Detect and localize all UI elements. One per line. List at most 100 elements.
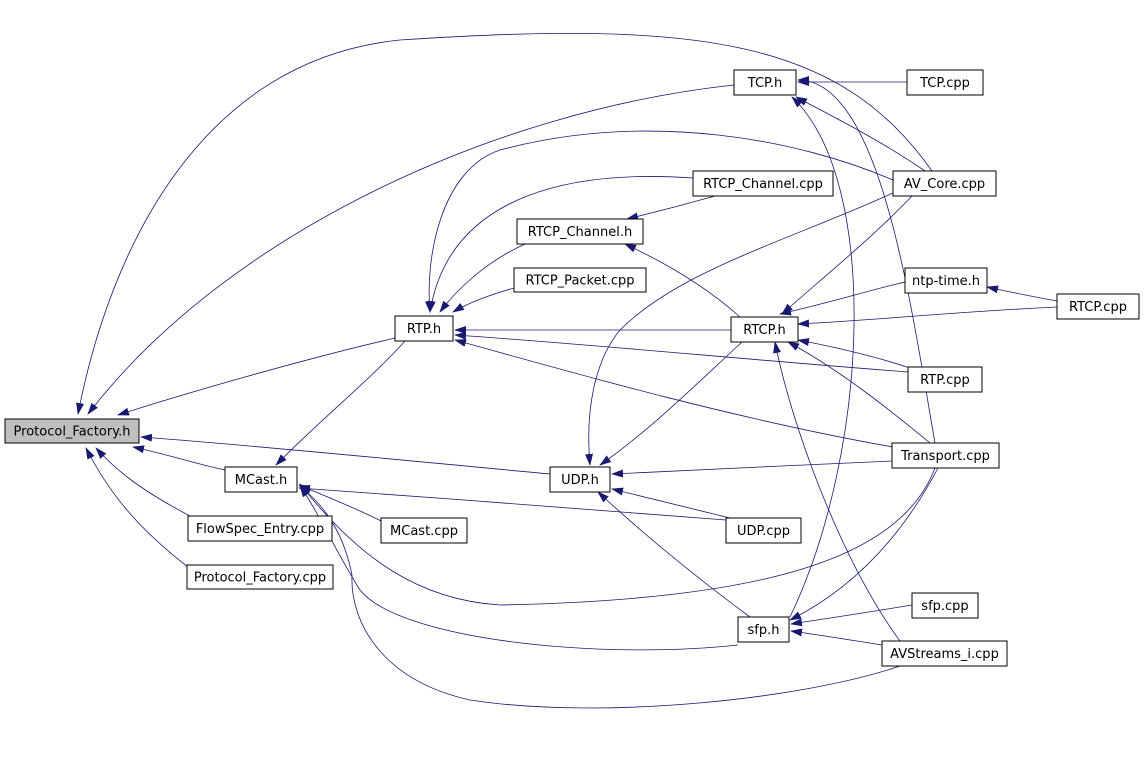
- edge-transport-cpp-to-sfp-h: [789, 467, 939, 621]
- node-label: RTP.h: [407, 322, 441, 337]
- node-ntp-time-h[interactable]: ntp-time.h: [904, 267, 988, 294]
- node-box[interactable]: [692, 170, 834, 197]
- node-label: AVStreams_i.cpp: [890, 647, 999, 662]
- node-mcast-h[interactable]: MCast.h: [224, 466, 298, 493]
- edge-transport-cpp-to-rtcp-h: [787, 341, 931, 444]
- edges-layer: [76, 32, 1058, 709]
- node-udp-h[interactable]: UDP.h: [549, 466, 611, 493]
- node-box[interactable]: [881, 640, 1008, 667]
- edge-sfp-h-to-udp-h: [597, 491, 751, 618]
- edge-av-core-cpp-to-rtp-h: [424, 130, 894, 313]
- edge-avstreams-i-cpp-to-sfp-h: [790, 628, 883, 646]
- edge-av-core-cpp-to-udp-h: [585, 192, 894, 466]
- node-box[interactable]: [394, 315, 454, 342]
- node-mcast-cpp[interactable]: MCast.cpp: [380, 517, 468, 544]
- node-av-core-cpp[interactable]: AV_Core.cpp: [892, 170, 997, 197]
- node-tcp-cpp[interactable]: TCP.cpp: [906, 69, 984, 96]
- node-protocol-factory-cpp[interactable]: Protocol_Factory.cpp: [186, 564, 334, 590]
- edge-transport-cpp-to-mcast-h: [299, 467, 936, 606]
- node-box[interactable]: [904, 267, 988, 294]
- node-rtp-h[interactable]: RTP.h: [394, 315, 454, 342]
- edge-avstreams-i-cpp-to-rtcp-h: [773, 341, 901, 642]
- edge-flowspec-entry-cpp-to-protocol-factory-h: [95, 447, 191, 517]
- edge-transport-cpp-to-udp-h: [611, 460, 893, 478]
- node-box[interactable]: [911, 592, 979, 619]
- node-rtcp-cpp[interactable]: RTCP.cpp: [1056, 293, 1140, 320]
- edge-avstreams-i-cpp-to-mcast-h: [299, 485, 901, 709]
- edge-rtcp-h-to-udp-h: [599, 341, 743, 466]
- edge-rtcp-packet-cpp-to-rtp-h: [452, 287, 515, 313]
- edge-sfp-h-to-tcp-h: [789, 96, 855, 618]
- node-label: ntp-time.h: [912, 274, 980, 289]
- edge-udp-cpp-to-udp-h: [611, 487, 731, 519]
- node-label: Transport.cpp: [900, 449, 990, 464]
- node-rtcp-channel-h[interactable]: RTCP_Channel.h: [516, 218, 644, 245]
- node-box[interactable]: [549, 466, 611, 493]
- edge-av-core-cpp-to-protocol-factory-h: [76, 32, 933, 415]
- node-sfp-h[interactable]: sfp.h: [737, 616, 790, 643]
- node-tcp-h[interactable]: TCP.h: [733, 69, 797, 96]
- node-box[interactable]: [725, 517, 802, 544]
- node-label: RTP.cpp: [920, 373, 970, 388]
- node-box[interactable]: [186, 564, 334, 590]
- node-box[interactable]: [891, 442, 1000, 469]
- node-label: MCast.cpp: [390, 524, 458, 539]
- node-box[interactable]: [513, 267, 647, 293]
- edge-transport-cpp-to-rtp-h: [454, 339, 894, 448]
- edge-rtcp-channel-cpp-to-rtcp-channel-h: [626, 195, 716, 221]
- node-box[interactable]: [224, 466, 298, 493]
- node-transport-cpp[interactable]: Transport.cpp: [891, 442, 1000, 469]
- node-label: RTCP_Channel.cpp: [703, 177, 823, 192]
- node-label: AV_Core.cpp: [904, 177, 985, 192]
- node-avstreams-i-cpp[interactable]: AVStreams_i.cpp: [881, 640, 1008, 667]
- node-box[interactable]: [380, 517, 468, 544]
- node-box[interactable]: [1056, 293, 1140, 320]
- node-label: RTCP_Channel.h: [528, 225, 632, 240]
- edge-rtp-h-to-mcast-h: [275, 340, 406, 466]
- edge-tcp-h-to-protocol-factory-h: [87, 84, 735, 415]
- node-label: FlowSpec_Entry.cpp: [196, 522, 324, 537]
- node-label: RTCP.h: [743, 323, 786, 338]
- node-rtcp-h[interactable]: RTCP.h: [730, 316, 799, 343]
- node-label: sfp.cpp: [921, 599, 968, 614]
- node-box[interactable]: [4, 418, 140, 444]
- node-box[interactable]: [516, 218, 644, 245]
- node-label: TCP.h: [747, 76, 782, 91]
- node-label: MCast.h: [235, 473, 288, 488]
- edge-av-core-cpp-to-rtcp-h: [781, 195, 913, 315]
- edge-ntp-time-h-to-rtcp-h: [779, 281, 906, 316]
- node-flowspec-entry-cpp[interactable]: FlowSpec_Entry.cpp: [187, 515, 333, 542]
- edge-udp-h-to-protocol-factory-h: [140, 433, 551, 475]
- node-label: UDP.cpp: [737, 524, 790, 539]
- node-box[interactable]: [730, 316, 799, 343]
- node-udp-cpp[interactable]: UDP.cpp: [725, 517, 802, 544]
- node-box[interactable]: [737, 616, 790, 643]
- node-label: Protocol_Factory.h: [14, 425, 131, 440]
- node-rtcp-channel-cpp[interactable]: RTCP_Channel.cpp: [692, 170, 834, 197]
- node-box[interactable]: [187, 515, 333, 542]
- node-rtcp-packet-cpp[interactable]: RTCP_Packet.cpp: [513, 267, 647, 293]
- edge-rtcp-cpp-to-rtcp-h: [797, 306, 1058, 328]
- node-box[interactable]: [892, 170, 997, 197]
- nodes-layer: Protocol_Factory.h TCP.h TCP.cppRTCP_Chann…: [4, 69, 1140, 667]
- node-box[interactable]: [733, 69, 797, 96]
- node-sfp-cpp[interactable]: sfp.cpp: [911, 592, 979, 619]
- edge-rtcp-channel-cpp-to-rtp-h: [427, 176, 694, 313]
- node-label: TCP.cpp: [919, 76, 970, 91]
- node-label: RTCP.cpp: [1069, 300, 1127, 315]
- edge-rtcp-cpp-to-ntp-time-h: [986, 285, 1058, 302]
- node-box[interactable]: [906, 69, 984, 96]
- node-box[interactable]: [907, 366, 983, 393]
- node-label: sfp.h: [748, 623, 780, 638]
- edge-rtcp-h-to-rtcp-channel-h: [624, 243, 741, 318]
- edge-av-core-cpp-to-tcp-h: [795, 96, 926, 172]
- edge-protocol-factory-cpp-to-protocol-factory-h: [85, 447, 189, 568]
- edge-rtp-cpp-to-rtp-h: [454, 331, 909, 373]
- edge-udp-cpp-to-mcast-h: [298, 484, 727, 521]
- node-protocol-factory-h[interactable]: Protocol_Factory.h: [4, 418, 140, 444]
- node-rtp-cpp[interactable]: RTP.cpp: [907, 366, 983, 393]
- edge-sfp-cpp-to-sfp-h: [790, 604, 913, 627]
- edge-mcast-h-to-protocol-factory-h: [132, 445, 226, 471]
- edge-sfp-h-to-mcast-h: [299, 485, 739, 651]
